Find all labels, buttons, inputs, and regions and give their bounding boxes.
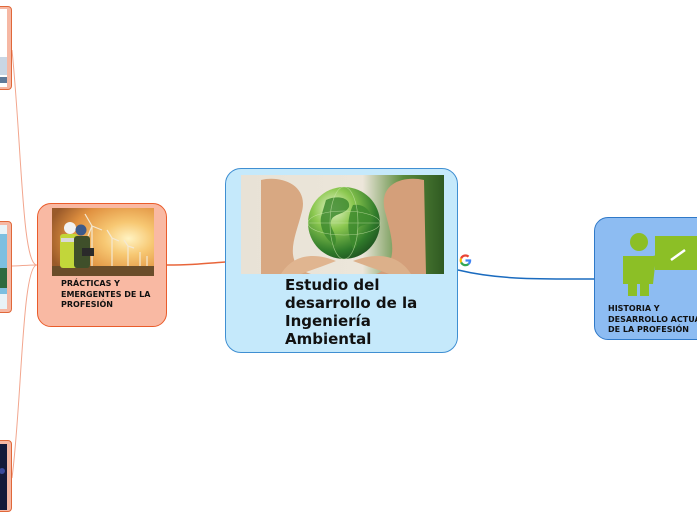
link-practicas-leaf2: [11, 264, 38, 267]
topic-practicas-emergentes[interactable]: PRÁCTICAS Y EMERGENTES DE LA PROFESIÓN: [37, 203, 167, 327]
topic-historia-desarrollo[interactable]: HISTORIA Y DESARROLLO ACTUAL DE LA PROFE…: [594, 217, 697, 340]
leaf-thumbnail-image: [0, 225, 7, 309]
leaf-node-middle[interactable]: [0, 221, 12, 313]
leaf-thumbnail-image: [0, 9, 7, 87]
link-practicas-leaf3: [11, 264, 38, 479]
leaf-thumbnail-image: [0, 444, 7, 510]
topic-label: PRÁCTICAS Y EMERGENTES DE LA PROFESIÓN: [61, 279, 151, 309]
link-central-practicas: [166, 261, 226, 266]
presenter-board-icon: [613, 224, 697, 302]
central-topic-title: Estudio del desarrollo de la Ingeniería …: [285, 276, 418, 348]
engineers-wind-turbines-icon: [52, 208, 154, 276]
link-practicas-leaf1: [11, 49, 38, 266]
globe-in-hands-icon: [241, 175, 444, 274]
leaf-node-top[interactable]: [0, 6, 12, 90]
leaf-node-bottom[interactable]: [0, 440, 12, 512]
topic-label: HISTORIA Y DESARROLLO ACTUAL DE LA PROFE…: [608, 304, 697, 334]
link-central-historia: [457, 269, 595, 280]
google-icon[interactable]: [459, 254, 472, 267]
central-topic[interactable]: Estudio del desarrollo de la Ingeniería …: [225, 168, 458, 353]
